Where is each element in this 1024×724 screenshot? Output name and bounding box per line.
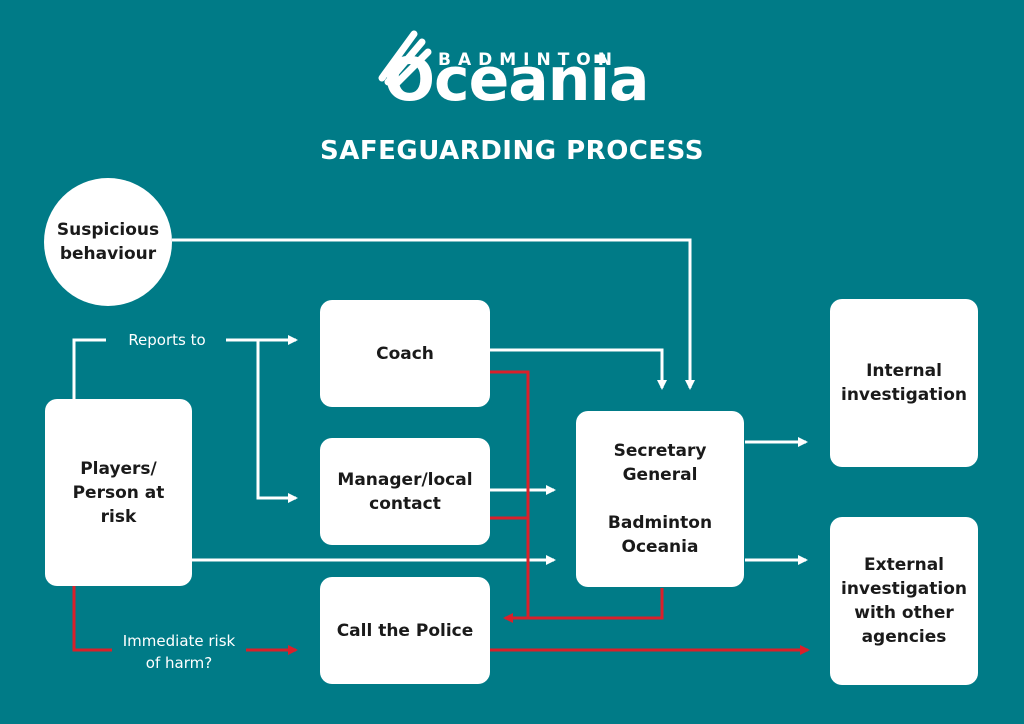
arrow-coach-to-secretary [490, 348, 667, 390]
node-secretary-general: Secretary General Badminton Oceania [576, 411, 744, 587]
label-immediate-risk: Immediate risk of harm? [112, 630, 246, 674]
node-internal-investigation: Internal investigation [830, 299, 978, 467]
logo-wordmark-main: Oceania [384, 50, 650, 110]
arrow-players-to-police [72, 586, 112, 652]
logo-rest: ceania [434, 45, 650, 115]
node-suspicious-behaviour: Suspicious behaviour [44, 178, 172, 306]
logo-wordmark-small: BADMINTON [438, 50, 619, 70]
node-manager: Manager/local contact [320, 438, 490, 545]
label-reports-to: Reports to [108, 329, 226, 351]
page-title: SAFEGUARDING PROCESS [320, 136, 704, 166]
arrow-suspicious-to-secretary [172, 238, 695, 390]
line-players-up [72, 338, 106, 400]
node-police: Call the Police [320, 577, 490, 684]
shuttle-logo-icon [378, 30, 432, 90]
node-external-investigation: External investigation with other agenci… [830, 517, 978, 685]
node-coach: Coach [320, 300, 490, 407]
logo-initial: O [384, 45, 435, 115]
node-players: Players/ Person at risk [45, 399, 192, 586]
arrow-reports-to-manager [256, 340, 298, 503]
